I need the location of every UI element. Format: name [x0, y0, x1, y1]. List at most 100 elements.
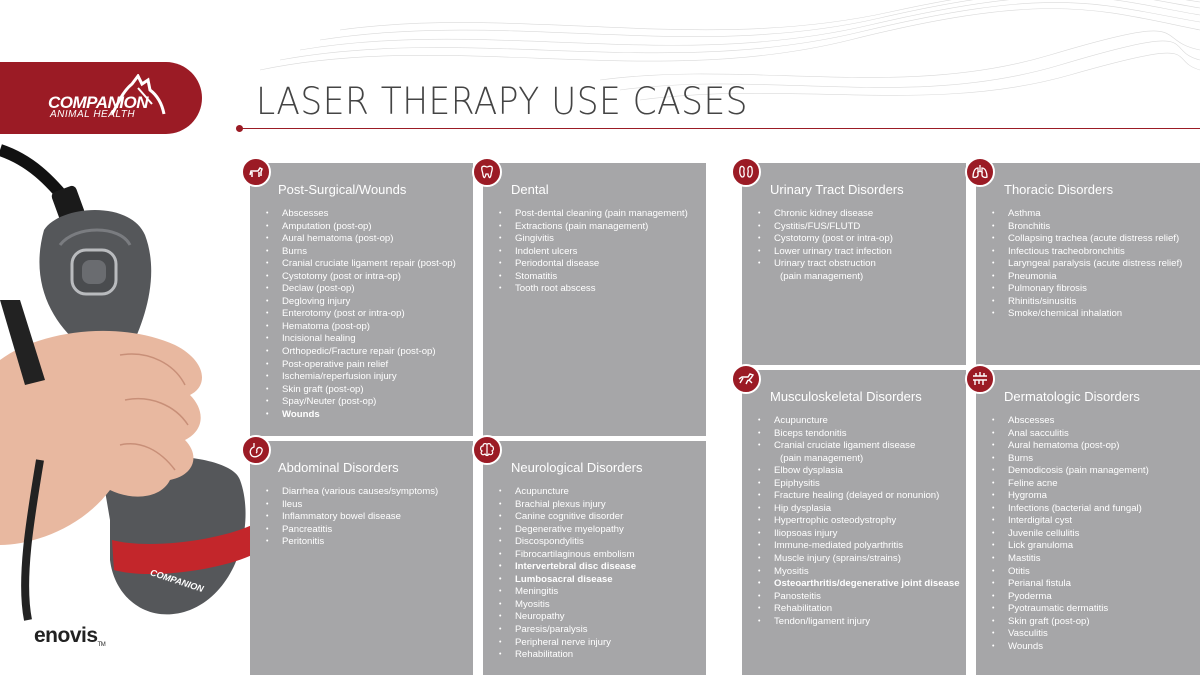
list-item: (pain management) [780, 270, 864, 282]
list-item: Skin graft (post-op) [992, 616, 1149, 629]
stomach-icon [241, 435, 271, 465]
list-item: Vasculitis [992, 628, 1149, 641]
list-item: Cystitis/FUS/FLUTD [758, 221, 893, 234]
list-item: Meningitis [499, 586, 636, 599]
skin-layers-icon [965, 364, 995, 394]
laser-device-in-hand-image: COMPANION [0, 144, 250, 621]
list-item: Feline acne [992, 478, 1149, 491]
list-item: Enterotomy (post or intra-op) [266, 308, 456, 321]
list-item: Indolent ulcers [499, 246, 688, 259]
list-item: Epiphysitis [758, 478, 960, 491]
list-item: Elbow dysplasia [758, 465, 960, 478]
use-case-list: Post-dental cleaning (pain management)Ex… [499, 208, 688, 296]
list-item: Wounds [992, 641, 1149, 654]
list-item: Degloving injury [266, 296, 456, 309]
list-item: Stomatitis [499, 271, 688, 284]
brand-subtitle: ANIMAL HEALTH [50, 109, 136, 120]
list-item: Hypertrophic osteodystrophy [758, 515, 960, 528]
list-item: Lower urinary tract infection [758, 246, 893, 259]
list-item: Fibrocartilaginous embolism [499, 549, 636, 562]
list-item: Paresis/paralysis [499, 624, 636, 637]
use-case-list: AbscessesAnal sacculitisAural hematoma (… [992, 415, 1149, 653]
list-item: Peripheral nerve injury [499, 637, 636, 650]
list-item: Hip dysplasia [758, 503, 960, 516]
use-case-list: AsthmaBronchitisCollapsing trachea (acut… [992, 208, 1182, 321]
list-item: Infectious tracheobronchitis [992, 246, 1182, 259]
panel-abdominal-disorders: Abdominal Disorders Diarrhea (various ca… [250, 441, 473, 675]
list-item: Canine cognitive disorder [499, 511, 636, 524]
list-item: Acupuncture [499, 486, 636, 499]
list-item: Asthma [992, 208, 1182, 221]
list-item: Amputation (post-op) [266, 221, 456, 234]
list-item: Tendon/ligament injury [758, 616, 960, 629]
panel-thoracic-disorders: Thoracic Disorders AsthmaBronchitisColla… [976, 163, 1200, 365]
brain-icon [472, 435, 502, 465]
list-item: Pancreatitis [266, 524, 438, 537]
list-item: Biceps tendonitis [758, 428, 960, 441]
list-item: Brachial plexus injury [499, 499, 636, 512]
use-case-list: AbscessesAmputation (post-op)Aural hemat… [266, 208, 456, 421]
panel-title: Urinary Tract Disorders [770, 182, 904, 197]
list-item: Cystotomy (post or intra-op) [266, 271, 456, 284]
list-item: Ileus [266, 499, 438, 512]
panel-musculoskeletal-disorders: Musculoskeletal Disorders AcupunctureBic… [742, 370, 966, 675]
list-item: Urinary tract obstruction [758, 258, 893, 271]
list-item: Incisional healing [266, 333, 456, 346]
kidney-icon [731, 157, 761, 187]
use-case-list: Diarrhea (various causes/symptoms)IleusI… [266, 486, 438, 549]
panel-urinary-tract-disorders: Urinary Tract Disorders Chronic kidney d… [742, 163, 966, 365]
dog-head-logo-icon [110, 74, 166, 115]
list-item: Smoke/chemical inhalation [992, 308, 1182, 321]
list-item: Peritonitis [266, 536, 438, 549]
panel-title: Abdominal Disorders [278, 460, 399, 475]
list-item: Pyoderma [992, 591, 1149, 604]
list-item: Anal sacculitis [992, 428, 1149, 441]
list-item: Lick granuloma [992, 540, 1149, 553]
title-divider [240, 128, 1200, 129]
list-item: Perianal fistula [992, 578, 1149, 591]
list-item: Otitis [992, 566, 1149, 579]
list-item: Cystotomy (post or intra-op) [758, 233, 893, 246]
list-item: Wounds [266, 409, 456, 422]
list-item: Cranial cruciate ligament disease [758, 440, 960, 453]
list-item: Intervertebral disc disease [499, 561, 636, 574]
panel-dermatologic-disorders: Dermatologic Disorders AbscessesAnal sac… [976, 370, 1200, 675]
list-item: Gingivitis [499, 233, 688, 246]
panel-neurological-disorders: Neurological Disorders AcupunctureBrachi… [483, 441, 706, 675]
list-item: Infections (bacterial and fungal) [992, 503, 1149, 516]
list-item: Fracture healing (delayed or nonunion) [758, 490, 960, 503]
brand-name: COMPANION [48, 93, 149, 112]
lungs-icon [965, 157, 995, 187]
list-item: Diarrhea (various causes/symptoms) [266, 486, 438, 499]
list-item: Cranial cruciate ligament repair (post-o… [266, 258, 456, 271]
dog-icon [241, 157, 271, 187]
use-case-list: AcupunctureBiceps tendonitisCranial cruc… [758, 415, 960, 628]
list-item: Tooth root abscess [499, 283, 688, 296]
decorative-wave-lines [259, 0, 1200, 101]
panel-dental: Dental Post-dental cleaning (pain manage… [483, 163, 706, 436]
list-item: Abscesses [992, 415, 1149, 428]
list-item: Chronic kidney disease [758, 208, 893, 221]
list-item: Neuropathy [499, 611, 636, 624]
list-item: Pyotraumatic dermatitis [992, 603, 1149, 616]
list-item: Rehabilitation [499, 649, 636, 662]
list-item: Ischemia/reperfusion injury [266, 371, 456, 384]
use-case-list: Chronic kidney diseaseCystitis/FUS/FLUTD… [758, 208, 893, 283]
list-item: Post-dental cleaning (pain management) [499, 208, 688, 221]
list-item: Juvenile cellulitis [992, 528, 1149, 541]
list-item: Discospondylitis [499, 536, 636, 549]
panel-title: Dental [511, 182, 549, 197]
list-item: Pneumonia [992, 271, 1182, 284]
list-item: Immune-mediated polyarthritis [758, 540, 960, 553]
page-title: LASER THERAPY USE CASES [256, 80, 748, 123]
list-item: Myositis [499, 599, 636, 612]
list-item: Inflammatory bowel disease [266, 511, 438, 524]
list-item: Acupuncture [758, 415, 960, 428]
panel-title: Neurological Disorders [511, 460, 643, 475]
list-item: Extractions (pain management) [499, 221, 688, 234]
list-item: Laryngeal paralysis (acute distress reli… [992, 258, 1182, 271]
tooth-icon [472, 157, 502, 187]
list-item: Aural hematoma (post-op) [992, 440, 1149, 453]
list-item: (pain management) [780, 452, 864, 464]
panel-title: Thoracic Disorders [1004, 182, 1114, 197]
